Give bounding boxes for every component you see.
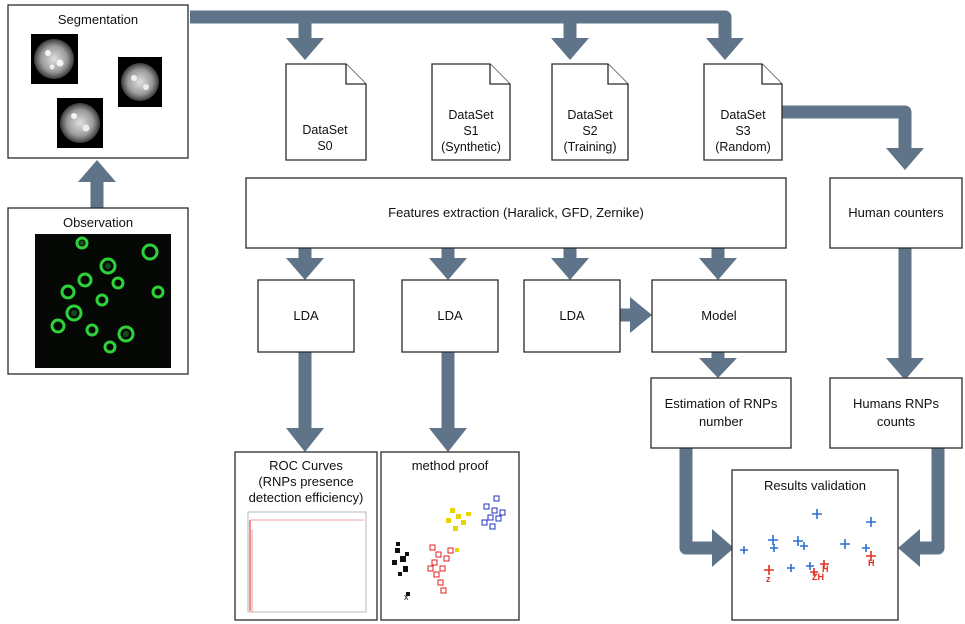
svg-text:ZH: ZH — [812, 572, 824, 582]
svg-text:H: H — [868, 558, 875, 568]
features-extraction-label: Features extraction (Haralick, GFD, Zern… — [388, 205, 644, 220]
estimation-line1: Estimation of RNPs — [665, 396, 778, 411]
segmentation-title: Segmentation — [58, 12, 138, 27]
connector-arrows — [78, 10, 945, 567]
lda-box-1: LDA — [257, 279, 355, 353]
dataset-s0-line2: S0 — [317, 139, 332, 153]
dataset-s3-line1: DataSet — [720, 108, 766, 122]
human-counters-label: Human counters — [848, 205, 944, 220]
roc-plot — [247, 511, 367, 613]
estimation-line2: number — [699, 414, 744, 429]
method-proof-box: method proof x — [380, 451, 520, 621]
dataset-s3-line3: (Random) — [715, 140, 771, 154]
dataset-s3-doc: DataSet S3 (Random) — [703, 63, 783, 161]
fluorescence-microscopy-image — [35, 234, 171, 368]
humans-counts-box: Humans RNPs counts — [829, 377, 963, 449]
human-counters-box: Human counters — [829, 177, 963, 249]
lda-1-label: LDA — [293, 308, 319, 323]
dataset-s1-line3: (Synthetic) — [441, 140, 501, 154]
method-proof-title: method proof — [412, 458, 489, 473]
roc-title-line2: (RNPs presence — [258, 474, 353, 489]
segmented-cell-image-1 — [31, 34, 78, 84]
dataset-s2-line3: (Training) — [563, 140, 616, 154]
roc-title-line1: ROC Curves — [269, 458, 343, 473]
svg-text:z: z — [766, 574, 771, 584]
roc-title-line3: detection efficiency) — [249, 490, 364, 505]
results-validation-red-markers — [764, 551, 876, 576]
lda-box-3: LDA — [523, 279, 621, 353]
results-validation-scatter — [740, 509, 876, 572]
svg-text:H: H — [822, 564, 829, 574]
segmented-cell-image-2 — [118, 57, 162, 107]
segmented-cell-image-3 — [57, 98, 103, 148]
model-label: Model — [701, 308, 737, 323]
observation-box: Observation — [7, 207, 189, 375]
lda-2-label: LDA — [437, 308, 463, 323]
lda-3-label: LDA — [559, 308, 585, 323]
segmentation-box: Segmentation — [7, 4, 189, 159]
observation-title: Observation — [63, 215, 133, 230]
humans-counts-line1: Humans RNPs — [853, 396, 939, 411]
dataset-s2-doc: DataSet S2 (Training) — [551, 63, 629, 161]
dataset-s0-doc: DataSet S0 — [285, 63, 367, 161]
model-box: Model — [651, 279, 787, 353]
dataset-s0-line1: DataSet — [302, 123, 348, 137]
dataset-s2-line1: DataSet — [567, 108, 613, 122]
results-validation-box: Results validation z ZH H H — [731, 469, 899, 621]
features-extraction-box: Features extraction (Haralick, GFD, Zern… — [245, 177, 787, 249]
dataset-s2-line2: S2 — [582, 124, 597, 138]
method-proof-scatter: x — [392, 495, 506, 602]
lda-box-2: LDA — [401, 279, 499, 353]
dataset-s1-doc: DataSet S1 (Synthetic) — [431, 63, 511, 161]
results-validation-title: Results validation — [764, 478, 866, 493]
humans-counts-line2: counts — [877, 414, 916, 429]
dataset-s1-line1: DataSet — [448, 108, 494, 122]
roc-curves-box: ROC Curves (RNPs presence detection effi… — [234, 451, 378, 621]
dataset-s3-line2: S3 — [735, 124, 750, 138]
svg-text:x: x — [404, 592, 409, 602]
dataset-s1-line2: S1 — [463, 124, 478, 138]
estimation-box: Estimation of RNPs number — [650, 377, 792, 449]
